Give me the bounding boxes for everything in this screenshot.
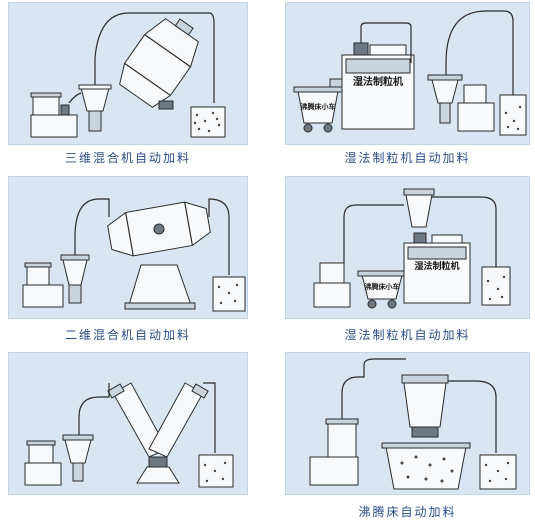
material-bin (481, 266, 511, 306)
vacuum-tank (319, 262, 345, 284)
cart-label: 沸腾床小车 (365, 282, 400, 291)
vacuum-motor (60, 104, 70, 116)
granulator-label: 湿法制粒机 (353, 75, 403, 88)
panel-wet-granulator-1: 沸腾床小车 湿法制粒机 (285, 2, 530, 145)
diagram-v-mixer (24, 382, 234, 488)
caption-wet-granulator-2: 湿法制粒机自动加料 (344, 328, 471, 342)
suction-pipe (448, 380, 497, 453)
vacuum-cabinet (24, 462, 62, 486)
diagram-3d-mixer (30, 12, 226, 138)
panel-3d-mixer (8, 2, 248, 145)
cart-label: 沸腾床小车 (301, 102, 336, 111)
diagram-wet-granulator-2: 沸腾床小车 湿法制粒机 (313, 188, 511, 309)
cart-rim (293, 86, 343, 93)
diagram-2d-mixer (22, 198, 246, 312)
fluid-bed-bowl (385, 446, 467, 490)
conveying-pipe (343, 204, 404, 263)
panel-wet-granulator-2: 沸腾床小车 湿法制粒机 (285, 176, 530, 319)
suction-pipe (432, 196, 497, 267)
conveying-pipe (360, 22, 412, 51)
conveying-pipe (74, 198, 110, 255)
conveying-pipe (78, 383, 110, 435)
granulator-label: 湿法制粒机 (414, 260, 459, 272)
mixer-base (158, 100, 174, 110)
diagram-fluid-bed (309, 358, 517, 490)
vacuum-cabinet (457, 102, 495, 132)
vacuum-tank (28, 442, 54, 464)
mixer-stand (136, 466, 180, 484)
granulator-spout (329, 78, 343, 88)
granulator-top (345, 58, 411, 74)
vacuum-tank (26, 264, 50, 286)
suction-pipe (141, 12, 215, 103)
granulator-cover (369, 44, 407, 56)
vacuum-cabinet (313, 282, 351, 308)
feeder-hopper (405, 194, 433, 228)
v-mixer-vessel (107, 382, 209, 458)
feed-inlet (353, 42, 369, 56)
panel-fluid-bed (285, 352, 530, 495)
vacuum-tank (327, 422, 357, 458)
2d-mixer-drum (107, 201, 211, 257)
feeder-hopper (64, 439, 92, 464)
caption-fluid-bed: 沸腾床自动加料 (358, 505, 457, 519)
feeder-hopper (62, 259, 88, 286)
suction-pipe (445, 10, 514, 95)
feeder-hopper (80, 87, 110, 112)
hose (68, 92, 82, 104)
material-bin (499, 94, 527, 136)
conveying-pipe (94, 12, 141, 85)
vacuum-tank (32, 94, 60, 116)
fluid-bed-filter (403, 382, 447, 428)
caption-2d-mixer: 二维混合机自动加料 (64, 328, 191, 342)
caption-3d-mixer: 三维混合机自动加料 (64, 151, 191, 165)
vacuum-cabinet (22, 284, 64, 308)
vacuum-cabinet (30, 114, 78, 138)
vacuum-tank (463, 84, 487, 104)
suction-pipe (208, 198, 230, 275)
3d-mixer-vessel (119, 18, 199, 108)
material-bin (479, 454, 517, 490)
feeder-lid (78, 84, 112, 90)
vacuum-cabinet (309, 456, 359, 486)
material-bin (190, 106, 226, 138)
mixer-stand (128, 264, 192, 306)
diagram-wet-granulator-1: 沸腾床小车 湿法制粒机 (293, 10, 527, 136)
panel-2d-mixer (8, 176, 248, 319)
conveying-pipe (341, 358, 406, 419)
vacuum-lid (30, 92, 62, 98)
feeder-hopper (431, 79, 459, 104)
suction-pipe (203, 382, 216, 453)
feeder-stand (88, 110, 102, 132)
caption-wet-granulator-1: 湿法制粒机自动加料 (344, 151, 471, 165)
panel-v-mixer (8, 352, 248, 495)
